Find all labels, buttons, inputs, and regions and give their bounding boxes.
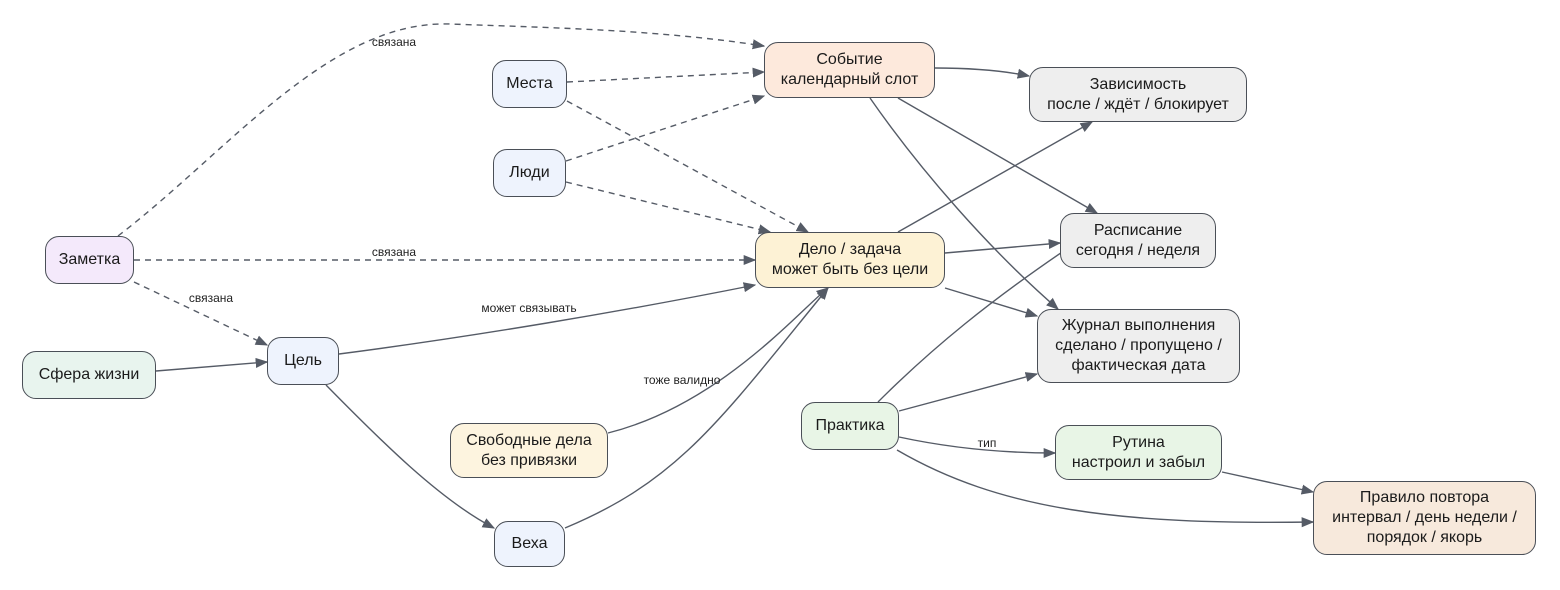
edge-routine-rule [1221,471,1315,495]
node-dependency-line: Зависимость [1089,75,1187,93]
node-note-line: Заметка [58,251,121,268]
node-people-line: Люди [509,164,550,181]
node-log[interactable]: Журнал выполнения сделано / пропущено / фа… [1037,309,1240,383]
edge-task-schedule [944,238,1062,254]
edge-label-note-task: связана [372,245,417,259]
edge-label-free-task: тоже валидно [644,373,721,387]
edge-label-note-goal: связана [189,291,234,305]
node-log-line: фактическая дата [1071,357,1206,374]
edge-event-dependency [934,67,1031,79]
edge-free-task [607,287,829,434]
node-schedule-line: сегодня / неделя [1075,241,1201,259]
edge-task-log [944,287,1039,318]
node-dependency-line: после / ждёт / блокирует [1047,95,1229,113]
node-schedule[interactable]: Расписание сегодня / неделя [1060,213,1216,268]
edge-places-task [566,100,810,233]
edge-practice-schedule [877,239,1082,403]
edge-goal-task [338,282,757,355]
node-log-line: Журнал выполнения [1061,317,1216,334]
edge-sphere-goal [155,357,269,372]
node-free-line: Свободные дела [466,431,592,449]
edge-people-task [565,181,772,235]
edge-label-goal-task: может связывать [481,301,576,315]
edge-task-dependency [897,121,1094,233]
node-event-line: Событие [816,51,883,68]
edge-event-log [869,97,1059,310]
node-task-line: может быть без цели [771,261,929,278]
edge-practice-rule [896,449,1315,528]
edge-practice-log [898,372,1039,412]
node-routine-line: Рутина [1112,433,1165,451]
node-rule[interactable]: Правило повтора интервал / день недели / п… [1313,481,1536,555]
edge-practice-routine [898,436,1057,459]
node-goal-line: Цель [284,352,322,369]
node-free[interactable]: Свободные дела без привязки [450,423,608,478]
node-goal[interactable]: Цель [267,337,339,385]
node-event-line: календарный слот [780,71,919,88]
node-milestone-line: Веха [511,535,548,552]
node-note[interactable]: Заметка [45,236,134,284]
node-free-line: без привязки [480,451,578,469]
edge-label-note-event: связана [372,35,417,49]
node-practice-line: Практика [815,417,885,434]
node-task-line: Дело / задача [798,241,902,258]
node-people[interactable]: Люди [493,149,566,197]
node-routine-line: настроил и забыл [1071,453,1206,471]
node-sphere[interactable]: Сфера жизни [22,351,156,399]
edge-people-event [565,94,766,162]
node-rule-line: порядок / якорь [1366,529,1483,546]
node-dependency[interactable]: Зависимость после / ждёт / блокирует [1029,67,1247,122]
node-schedule-line: Расписание [1093,221,1183,239]
node-log-line: сделано / пропущено / [1055,337,1222,354]
node-rule-line: Правило повтора [1359,489,1490,506]
node-event[interactable]: Событие календарный слот [764,42,935,98]
edge-milestone-task [564,287,829,529]
edge-places-event [566,67,766,83]
node-milestone[interactable]: Веха [494,521,565,567]
edge-event-schedule [897,97,1099,214]
edge-label-practice-routine: тип [978,436,997,450]
node-places[interactable]: Места [492,60,567,108]
node-routine[interactable]: Рутина настроил и забыл [1055,425,1222,480]
node-task[interactable]: Дело / задача может быть без цели [755,232,945,288]
node-places-line: Места [506,75,553,92]
node-practice[interactable]: Практика [801,402,899,450]
edge-goal-milestone [325,384,496,529]
edge-note-event [117,23,766,237]
node-sphere-line: Сфера жизни [38,366,140,383]
node-rule-line: интервал / день недели / [1332,509,1517,526]
edge-note-goal [133,281,269,346]
